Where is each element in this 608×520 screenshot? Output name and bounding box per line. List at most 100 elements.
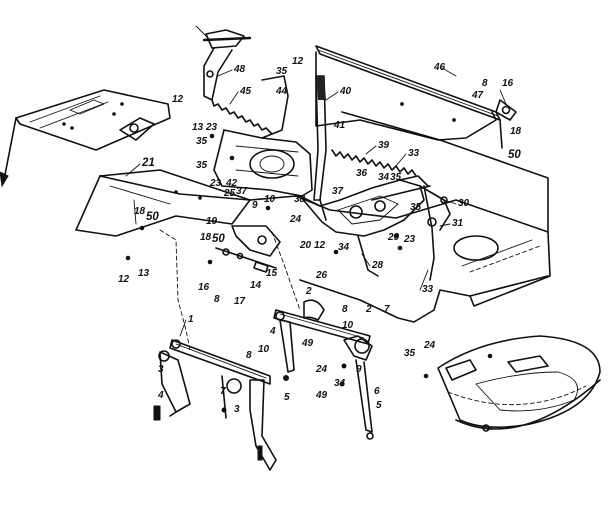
callout-30: 30 [458, 198, 470, 209]
callout-12: 12 [118, 274, 130, 285]
callout-49: 49 [301, 338, 314, 349]
callout-10: 10 [342, 320, 354, 331]
callout-18: 18 [134, 206, 146, 217]
callout-50: 50 [212, 233, 225, 245]
lift-arm [279, 319, 295, 381]
upper-bracket [213, 75, 313, 197]
brake-lever [195, 25, 252, 101]
callout-24: 24 [423, 340, 436, 351]
callout-16: 16 [198, 282, 210, 293]
spring-39 [331, 149, 417, 177]
callout-6: 6 [374, 386, 380, 397]
callout-26: 26 [315, 270, 328, 281]
pedal-shaft [169, 339, 271, 385]
callout-49: 49 [315, 390, 328, 401]
clutch-arm [221, 375, 242, 419]
cross-shaft [273, 309, 371, 345]
callout-33: 33 [422, 284, 434, 295]
callout-31: 31 [452, 218, 464, 229]
callout-35: 35 [276, 66, 288, 77]
callout-29: 29 [387, 232, 400, 243]
callout-4: 4 [269, 326, 276, 337]
callout-13: 13 [138, 268, 150, 279]
callout-37: 37 [236, 186, 248, 197]
callout-8: 8 [482, 78, 488, 89]
callout-33: 33 [408, 148, 420, 159]
callout-46: 46 [433, 62, 446, 73]
left-fender [75, 175, 251, 237]
spring-45 [211, 99, 273, 135]
callout-39: 39 [378, 140, 390, 151]
callout-10: 10 [258, 344, 270, 355]
callout-23: 23 [205, 122, 218, 133]
callout-24: 24 [315, 364, 328, 375]
leader-lines [125, 67, 507, 337]
callout-21: 21 [141, 157, 155, 169]
callout-16: 16 [502, 78, 514, 89]
mower-deck [437, 335, 601, 432]
callout-19: 19 [206, 216, 218, 227]
callout-10: 10 [264, 194, 276, 205]
callout-12: 12 [172, 94, 184, 105]
callout-38: 38 [294, 194, 306, 205]
callout-34: 34 [334, 378, 346, 389]
pedal-lever [249, 379, 277, 471]
callout-42: 42 [225, 178, 238, 189]
callout-3: 3 [234, 404, 240, 415]
callout-7: 7 [384, 304, 390, 315]
callout-3: 3 [158, 364, 164, 375]
callout-40: 40 [339, 86, 352, 97]
callout-7: 7 [220, 386, 226, 397]
callout-18: 18 [200, 232, 212, 243]
callout-13: 13 [192, 122, 204, 133]
callout-48: 48 [233, 64, 246, 75]
callout-28: 28 [371, 260, 384, 271]
callout-12: 12 [314, 240, 326, 251]
rear-plate [15, 89, 171, 151]
fender-outline [159, 229, 301, 351]
callout-34: 34 [378, 172, 390, 183]
callout-45: 45 [239, 86, 252, 97]
lift-lever [313, 75, 327, 221]
callout-41: 41 [333, 120, 346, 131]
bracket-2 [303, 299, 325, 321]
callout-23: 23 [403, 234, 416, 245]
callout-47: 47 [471, 90, 484, 101]
callout-35: 35 [410, 202, 422, 213]
callout-23: 23 [209, 178, 222, 189]
callout-36: 36 [356, 168, 368, 179]
callout-8: 8 [246, 350, 252, 361]
bell-crank [215, 225, 281, 273]
callout-25: 25 [223, 188, 236, 199]
callout-34: 34 [338, 242, 350, 253]
callout-8: 8 [342, 304, 348, 315]
steering-rod [315, 45, 501, 121]
callout-15: 15 [266, 268, 278, 279]
mechanism-cluster [299, 175, 437, 281]
callout-18: 18 [510, 126, 522, 137]
callout-8: 8 [214, 294, 220, 305]
dash-panel [315, 51, 497, 141]
callout-35: 35 [196, 136, 208, 147]
callout-20: 20 [299, 240, 312, 251]
frame-body [99, 139, 551, 323]
lift-assembly [339, 335, 374, 440]
callout-35: 35 [404, 348, 416, 359]
callout-44: 44 [275, 86, 288, 97]
fasteners [125, 99, 517, 379]
brake-pedal [153, 350, 191, 421]
callout-2: 2 [365, 304, 372, 315]
callout-2: 2 [305, 286, 312, 297]
callout-1: 1 [188, 314, 194, 325]
callout-5: 5 [284, 392, 290, 403]
callout-37: 37 [332, 186, 344, 197]
direction-arrow [0, 117, 17, 188]
callout-5: 5 [376, 400, 382, 411]
callout-24: 24 [289, 214, 302, 225]
callout-12: 12 [292, 56, 304, 67]
callout-14: 14 [250, 280, 262, 291]
callout-35: 35 [196, 160, 208, 171]
callout-9: 9 [252, 200, 258, 211]
callout-35: 35 [390, 172, 402, 183]
